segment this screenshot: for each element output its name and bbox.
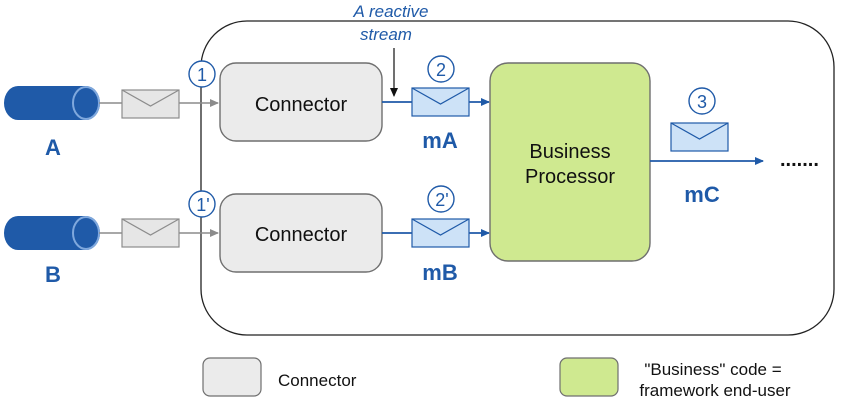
legend-business-label-line2: framework end-user <box>639 381 791 400</box>
envelope-icon <box>411 218 470 248</box>
envelope-icon <box>411 87 470 117</box>
business-processor-label-line1: Business <box>529 141 610 163</box>
source-a-label: A <box>45 135 61 160</box>
envelope-icon <box>670 122 729 152</box>
business-processor-label-line2: Processor <box>525 166 615 188</box>
legend-connector-label: Connector <box>278 371 357 390</box>
message-label-mb: mB <box>422 260 457 285</box>
source-a-cylinder <box>4 86 100 120</box>
source-b-label: B <box>45 262 61 287</box>
svg-text:2: 2 <box>436 60 446 80</box>
connector-a-label: Connector <box>255 94 348 116</box>
legend-business-label-line1: "Business" code = <box>644 360 781 379</box>
svg-text:1: 1 <box>197 65 207 85</box>
step-marker-2-prime: 2' <box>427 185 455 213</box>
envelope-icon <box>121 89 180 119</box>
reactive-stream-annotation-line2: stream <box>360 25 412 44</box>
svg-text:2': 2' <box>435 190 448 210</box>
envelope-icon <box>121 218 180 248</box>
step-marker-3: 3 <box>688 87 716 115</box>
svg-text:1': 1' <box>196 195 209 215</box>
step-marker-1: 1 <box>188 60 216 88</box>
legend-connector-swatch <box>202 357 262 397</box>
source-b-cylinder <box>4 216 100 250</box>
connector-b-label: Connector <box>255 224 348 246</box>
legend-business-swatch <box>559 357 619 397</box>
step-marker-2: 2 <box>427 55 455 83</box>
reactive-stream-annotation-line1: A reactive <box>353 2 429 21</box>
svg-text:3: 3 <box>697 92 707 112</box>
message-label-ma: mA <box>422 128 458 153</box>
message-label-mc: mC <box>684 182 720 207</box>
continuation-dots: ....... <box>780 149 819 171</box>
business-processor-box <box>489 62 651 262</box>
step-marker-1-prime: 1' <box>188 190 216 218</box>
